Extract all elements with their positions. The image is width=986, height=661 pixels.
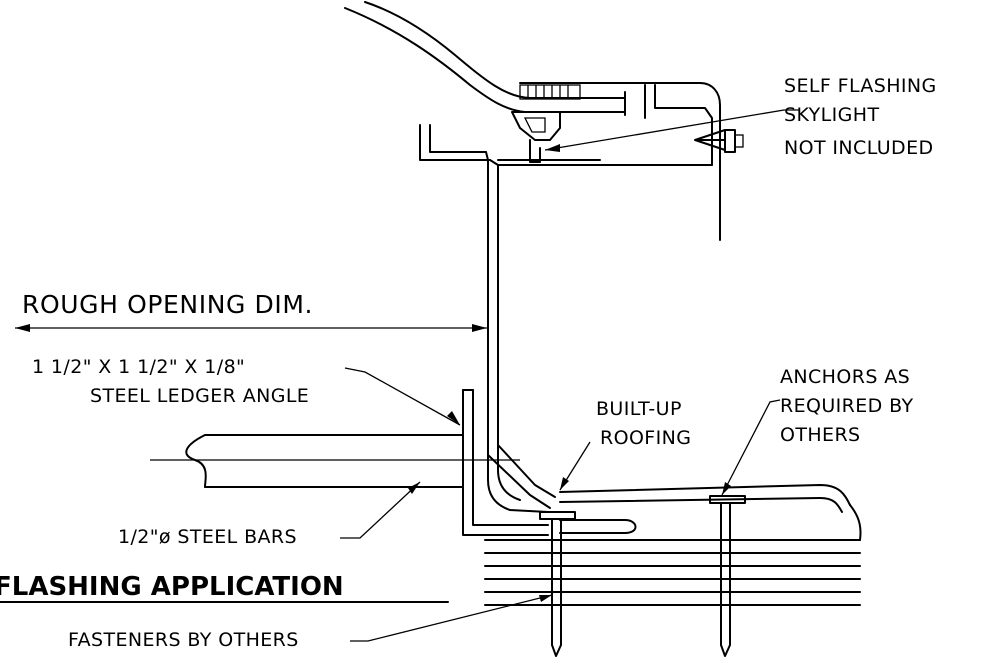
drawing-title: FLASHING APPLICATION <box>0 572 344 602</box>
label-anchors-1: ANCHORS AS <box>780 366 910 388</box>
fastener-right <box>709 495 746 657</box>
label-fasteners: FASTENERS BY OTHERS <box>68 629 299 651</box>
skylight-frame <box>511 82 721 241</box>
label-steel-bars: 1/2"ø STEEL BARS <box>118 526 297 548</box>
steel-bar <box>150 434 520 488</box>
label-built-up-1: BUILT-UP <box>596 398 682 420</box>
skylight-dome <box>344 1 626 116</box>
label-self-flashing-2: SKYLIGHT <box>784 104 879 126</box>
roofing-layers <box>484 484 862 606</box>
label-rough-opening: ROUGH OPENING DIM. <box>22 290 313 319</box>
label-anchors-2: REQUIRED BY <box>780 395 914 417</box>
label-self-flashing-3: NOT INCLUDED <box>784 137 934 159</box>
label-ledger-2: STEEL LEDGER ANGLE <box>90 385 309 407</box>
label-self-flashing-1: SELF FLASHING <box>784 75 937 97</box>
leader-lines <box>0 109 800 642</box>
label-built-up-2: ROOFING <box>600 427 691 449</box>
ledger-angle <box>462 389 637 536</box>
label-ledger-1: 1 1/2" X 1 1/2" X 1/8" <box>32 356 245 378</box>
fastener-left <box>539 511 576 657</box>
curb-structure <box>419 124 744 513</box>
label-anchors-3: OTHERS <box>780 424 861 446</box>
